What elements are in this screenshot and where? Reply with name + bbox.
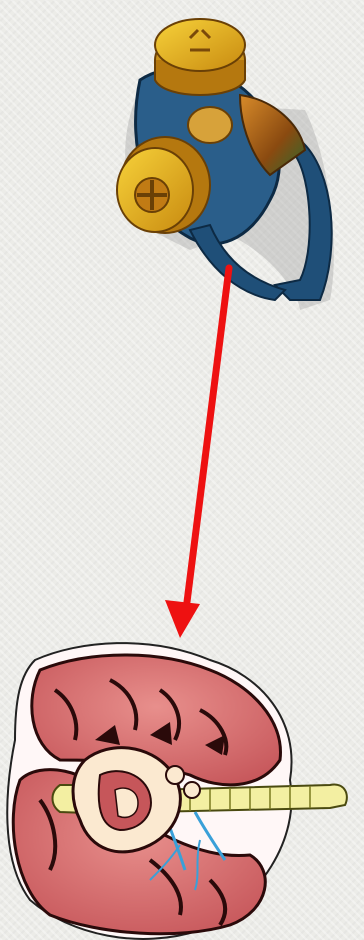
lungs-heart-icon	[7, 643, 347, 939]
gas-mask-icon	[117, 19, 334, 310]
red-arrow-icon	[165, 268, 229, 638]
